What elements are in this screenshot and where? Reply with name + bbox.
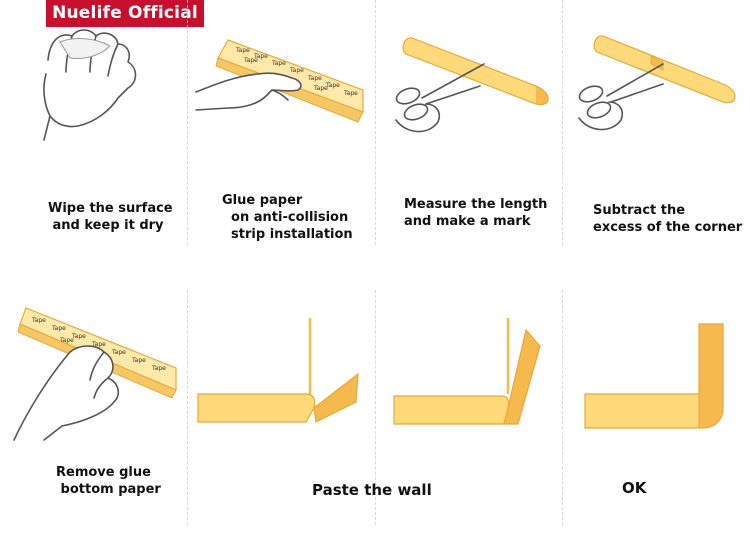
tape-label: Tape — [51, 325, 66, 332]
step-6-paste-b — [376, 290, 562, 460]
measure-illustration — [395, 37, 549, 133]
tape-label: Tape — [71, 333, 86, 340]
tape-label: Tape — [235, 47, 250, 54]
remove-paper-illustration: Tape Tape Tape Tape Tape Tape Tape Tape — [13, 307, 177, 441]
tape-label: Tape — [253, 53, 268, 60]
wiping-hand-illustration — [43, 29, 137, 141]
step-4-subtract: Subtract the excess of the corner — [563, 0, 750, 245]
step-3-measure: Measure the length and make a mark — [376, 0, 562, 245]
step-7-ok — [563, 290, 750, 460]
brand-badge: Nuelife Official — [46, 0, 204, 27]
subtract-corner-illustration — [578, 35, 736, 131]
ok-corner-illustration — [584, 323, 724, 429]
scissor-blade — [421, 63, 485, 99]
tape-label: Tape — [307, 75, 322, 82]
divider-v2 — [375, 0, 376, 245]
divider-v6 — [562, 290, 563, 525]
step-5-remove-paper: Tape Tape Tape Tape Tape Tape Tape Tape … — [0, 290, 187, 525]
tape-label: Tape — [243, 57, 258, 64]
tape-label: Tape — [343, 90, 358, 97]
tape-label: Tape — [313, 85, 328, 92]
paste-wall-illustration-a — [197, 318, 359, 423]
step-3-caption: Measure the length and make a mark — [404, 197, 548, 229]
tape-label: Tape — [31, 317, 46, 324]
tape-label: Tape — [271, 60, 286, 67]
glue-paper-illustration: Tape Tape Tape Tape Tape Tape Tape Tape … — [195, 39, 364, 123]
tape-label: Tape — [325, 82, 340, 89]
tape-label: Tape — [91, 341, 106, 348]
step-5-caption: Remove glue bottom paper — [56, 465, 161, 497]
step-6-caption: Paste the wall — [312, 481, 432, 499]
step-4-caption: Subtract the excess of the corner — [593, 203, 743, 235]
paste-wall-illustration-b — [393, 318, 541, 425]
tape-label: Tape — [59, 337, 74, 344]
step-2-caption: Glue paper on anti-collision strip insta… — [222, 193, 353, 242]
step-1-caption: Wipe the surface and keep it dry — [48, 201, 173, 233]
divider-v4 — [187, 290, 188, 525]
step-1-wipe: Wipe the surface and keep it dry — [0, 0, 187, 245]
tape-label: Tape — [151, 365, 166, 372]
divider-v3 — [562, 0, 563, 245]
step-6-paste-a — [188, 290, 375, 460]
tape-label: Tape — [131, 357, 146, 364]
step-2-glue-paper: Tape Tape Tape Tape Tape Tape Tape Tape … — [188, 0, 375, 245]
tape-label: Tape — [111, 349, 126, 356]
divider-v1 — [187, 0, 188, 245]
divider-v5 — [375, 290, 376, 525]
tape-label: Tape — [289, 67, 304, 74]
step-7-caption: OK — [622, 479, 647, 497]
